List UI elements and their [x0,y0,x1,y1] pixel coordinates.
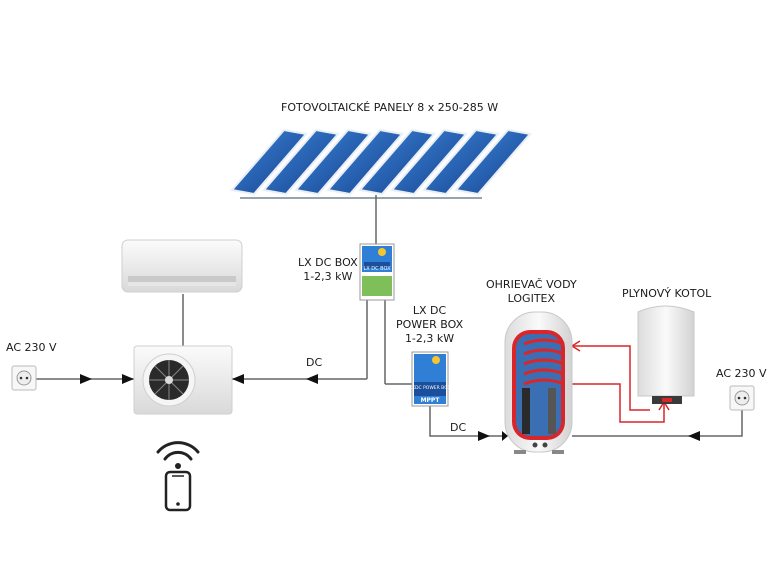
wifi-icon [156,441,200,469]
power-box-label: LX DC POWER BOX 1-2,3 kW [396,304,463,346]
dc-left-label: DC [306,356,323,369]
outdoor-ac-unit [133,345,233,415]
flow-arrows [80,374,700,441]
water-heater-label: OHRIEVAČ VODY LOGITEX [486,278,577,306]
dc-box-label: LX DC BOX 1-2,3 kW [298,256,358,284]
ac-right-label: AC 230 V [716,367,767,380]
solar-panels [230,128,532,199]
dc-box-device-text: LX DC BOX [363,266,391,272]
power-box-label-line1: LX DC [412,304,447,317]
power-box-device-text: LXDC POWER BOX [409,385,450,391]
power-box-label-line3: 1-2,3 kW [404,332,455,345]
gas-boiler [637,305,695,404]
dc-bottom-label: DC [450,421,467,434]
dc-box-label-line1: LX DC BOX [298,256,358,269]
indoor-ac-unit [121,239,243,293]
lx-dc-box-device [359,243,395,301]
socket-icon-left [11,365,37,391]
water-heater [504,311,573,454]
ac-left-label: AC 230 V [6,341,57,354]
water-heater-label-line2: LOGITEX [507,292,556,305]
lx-dc-power-box-device [411,351,449,407]
mppt-text: MPPT [421,397,441,404]
panels-title: FOTOVOLTAICKÉ PANELY 8 x 250-285 W [281,101,499,114]
dc-box-label-line2: 1-2,3 kW [303,270,353,283]
gas-boiler-label: PLYNOVÝ KOTOL [622,287,712,300]
socket-icon-right [729,385,755,411]
water-heater-label-line1: OHRIEVAČ VODY [486,278,577,291]
smartphone-icon [164,470,192,512]
power-box-label-line2: POWER BOX [396,318,464,331]
